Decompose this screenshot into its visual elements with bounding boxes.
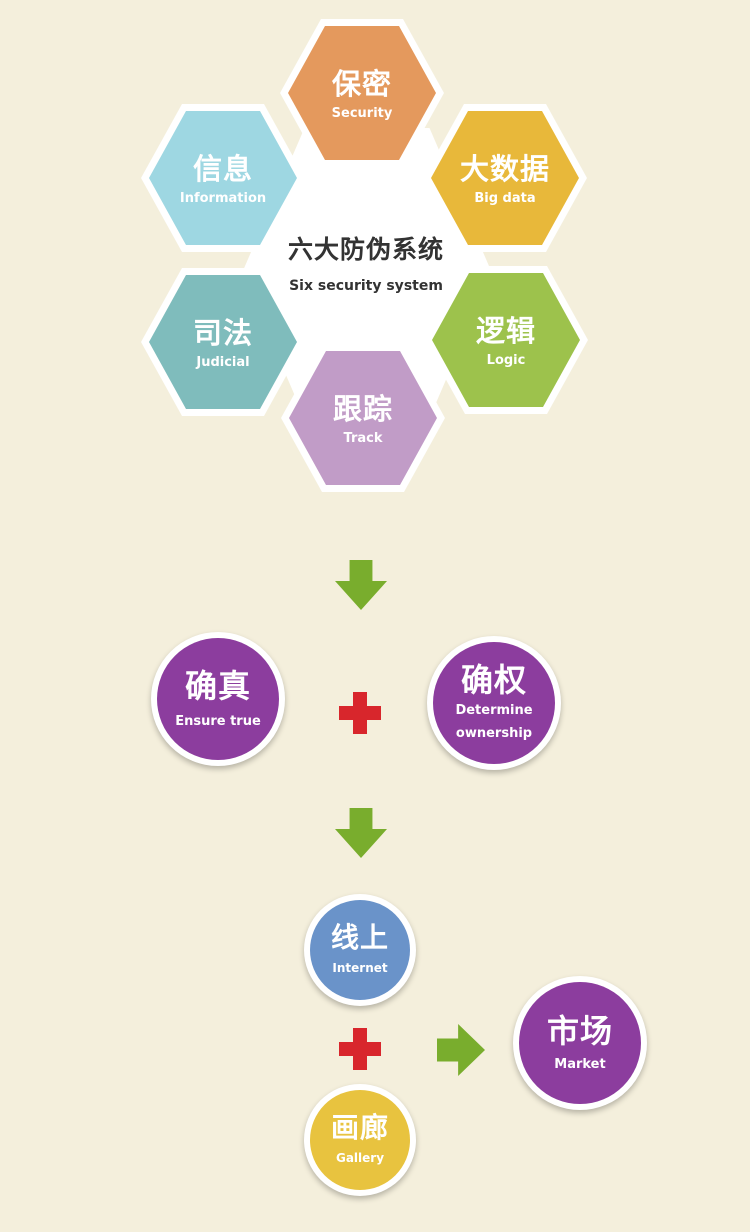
hex-judicial-cn: 司法: [192, 315, 253, 350]
ensure-true-en: Ensure true: [175, 713, 261, 729]
arrow-down-icon: [335, 808, 387, 858]
plus-icon: [339, 1028, 381, 1070]
determine-ownership-cn: 确权: [460, 661, 527, 699]
center-subtitle: Six security system: [289, 278, 443, 294]
hex-information-cn: 信息: [192, 151, 253, 186]
circle-ensure-true: 确真 Ensure true: [151, 632, 285, 766]
circle-internet: 线上 Internet: [304, 894, 416, 1006]
determine-ownership-en-2: ownership: [455, 726, 533, 741]
hex-track-cn: 跟踪: [332, 391, 393, 426]
hex-security-cn: 保密: [331, 66, 392, 101]
center-title: 六大防伪系统: [287, 235, 444, 264]
hex-logic-cn: 逻辑: [475, 313, 536, 348]
determine-ownership-en-1: Determine: [455, 703, 533, 718]
hex-logic-en: Logic: [486, 352, 526, 368]
hex-judicial-en: Judicial: [196, 354, 250, 370]
ensure-true-cn: 确真: [184, 666, 251, 705]
hex-information-en: Information: [179, 190, 267, 206]
circle-gallery: 画廊 Gallery: [304, 1084, 416, 1196]
gallery-cn: 画廊: [330, 1110, 389, 1144]
plus-icon: [339, 692, 381, 734]
gallery-en: Gallery: [335, 1150, 385, 1165]
internet-cn: 线上: [330, 920, 389, 954]
circle-market: 市场 Market: [513, 976, 647, 1110]
hex-big-data-cn: 大数据: [459, 151, 550, 186]
arrow-down-icon: [335, 560, 387, 610]
market-en: Market: [554, 1056, 606, 1072]
hex-big-data-en: Big data: [474, 190, 536, 206]
hex-security-en: Security: [331, 105, 393, 121]
hex-track-en: Track: [343, 430, 383, 446]
circle-determine-ownership: 确权 Determine ownership: [427, 636, 561, 770]
market-cn: 市场: [546, 1011, 613, 1050]
internet-en: Internet: [332, 960, 388, 975]
arrow-right-icon: [437, 1024, 485, 1076]
